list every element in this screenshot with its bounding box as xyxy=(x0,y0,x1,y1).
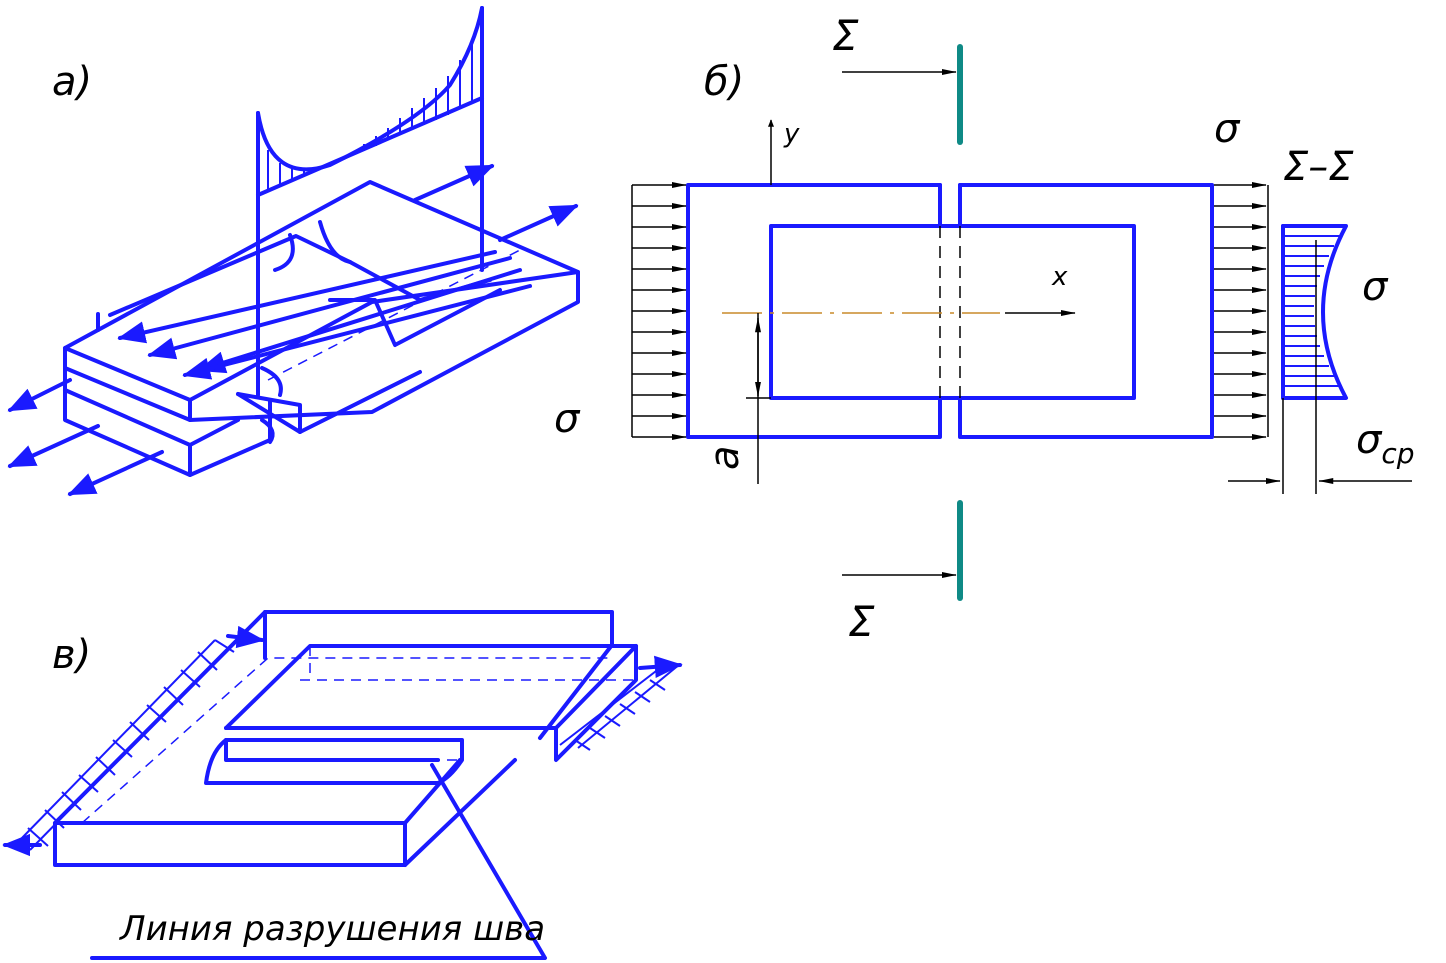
plate-left xyxy=(686,183,942,439)
upper-plate-v xyxy=(224,644,638,762)
sigma-cp-sub: ср xyxy=(1381,437,1414,470)
sigma-cp-base: σ xyxy=(1356,417,1383,463)
sigma-top-right: σ xyxy=(1214,106,1241,152)
fracture-leader xyxy=(90,763,547,960)
weld-strip xyxy=(204,738,464,785)
sigma-left: σ xyxy=(554,396,581,442)
view-a xyxy=(7,6,580,496)
stress-hatch xyxy=(267,40,473,191)
fracture-line-label: Линия разрушения шва xyxy=(118,909,545,949)
label-b: б) xyxy=(704,59,744,105)
view-b xyxy=(631,44,1269,601)
load-arrows-right xyxy=(1214,182,1269,440)
force-arrows-a xyxy=(7,164,579,496)
load-hatch-left xyxy=(19,635,241,851)
load-arrows-left xyxy=(631,182,687,440)
stress-section xyxy=(1228,224,1412,494)
upper-plate xyxy=(63,180,580,422)
dimension-a-label: a xyxy=(702,445,748,470)
label-a: а) xyxy=(52,59,92,105)
section-label-top: Σ xyxy=(832,11,859,60)
section-label: Σ–Σ xyxy=(1283,144,1354,190)
axis-y-label: y xyxy=(783,119,800,149)
section-label-bottom: Σ xyxy=(848,597,875,646)
plate-right xyxy=(958,183,1214,439)
overlap-plate xyxy=(769,224,1136,400)
sigma-right: σ xyxy=(1362,264,1389,310)
axis-x-label: x xyxy=(1051,262,1068,292)
label-v: в) xyxy=(52,632,91,678)
view-v xyxy=(2,610,683,960)
sigma-cp-label: σср xyxy=(1356,417,1415,470)
